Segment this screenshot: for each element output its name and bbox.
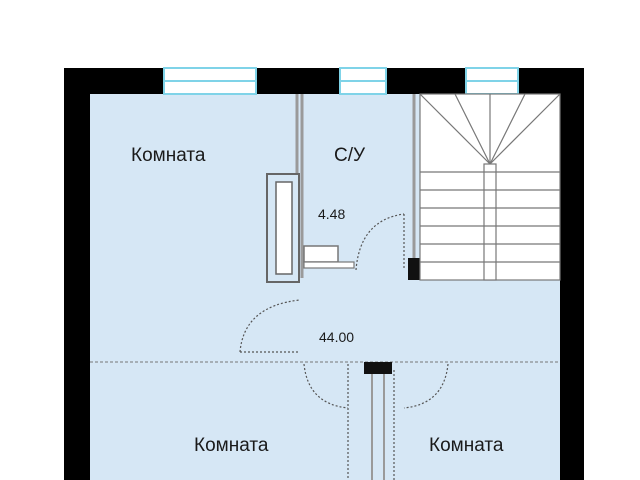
central-column — [364, 362, 392, 374]
door-stop — [408, 258, 422, 280]
area-label-bathroom: 4.48 — [318, 206, 345, 222]
room-label-bottom-right: Комната — [429, 435, 504, 456]
area-label-total: 44.00 — [319, 329, 354, 345]
room-label-bathroom: С/У — [334, 145, 366, 166]
lower-door-left — [303, 363, 349, 480]
lower-door-right — [393, 363, 449, 480]
bathroom-fixture — [303, 245, 355, 269]
hall-door-left — [239, 299, 301, 353]
left-wall — [64, 68, 90, 480]
window-right — [465, 67, 519, 95]
windows — [163, 67, 519, 95]
ventilation-shaft — [266, 173, 300, 283]
room-label-top-left: Комната — [131, 145, 206, 166]
room-label-bottom-left: Комната — [194, 435, 269, 456]
window-left — [163, 67, 257, 95]
window-middle — [339, 67, 387, 95]
staircase — [419, 93, 561, 281]
right-wall — [560, 68, 584, 480]
bathroom-door — [355, 213, 405, 271]
